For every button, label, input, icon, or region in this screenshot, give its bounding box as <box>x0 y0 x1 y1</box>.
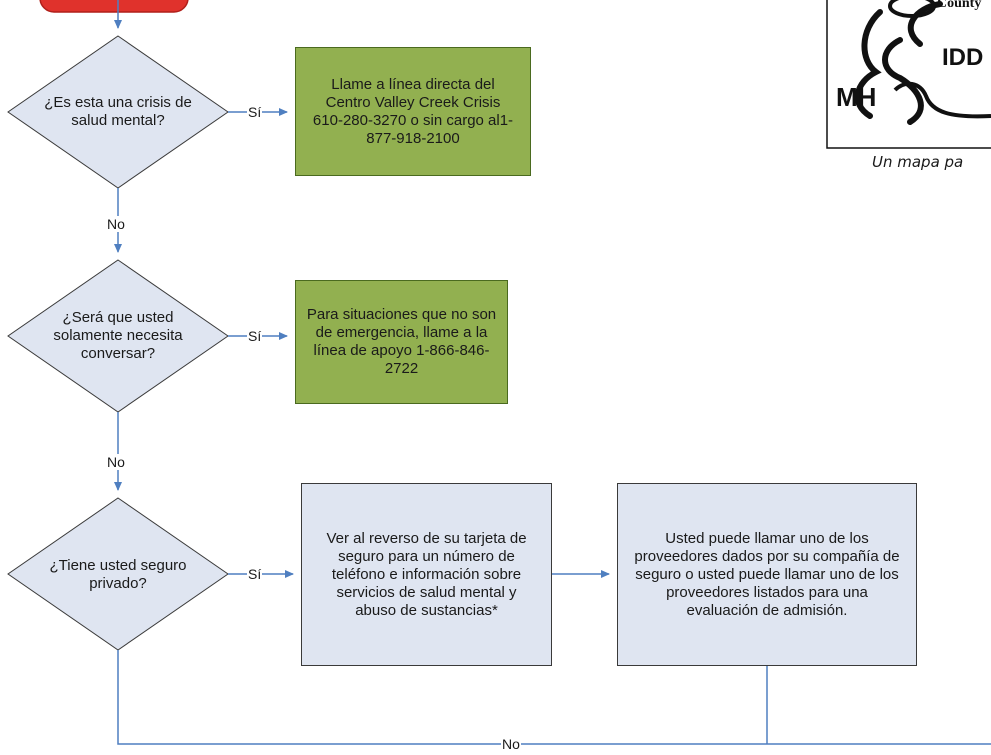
logo <box>826 0 991 149</box>
start-terminator <box>39 0 189 13</box>
edge-label-no-bottom: No <box>501 736 521 752</box>
logo-caption: Un mapa pa <box>872 153 964 171</box>
edge-label-no-1: No <box>106 216 126 232</box>
decision-label-insurance: ¿Tiene usted seguro privado? <box>49 557 187 592</box>
decision-label-talk: ¿Será que usted solamente necesita conve… <box>53 309 183 362</box>
logo-text-mh: MH <box>836 82 877 112</box>
action-support-line: Para situaciones que no son de emergenci… <box>295 280 508 404</box>
logo-text-idd: IDD <box>942 44 984 71</box>
connector-no-bottom <box>117 650 991 745</box>
action-crisis-hotline: Llame a línea directa del Centro Valley … <box>295 47 531 176</box>
edge-label-yes-crisis: Sí <box>247 104 263 120</box>
edge-label-yes-talk: Sí <box>247 328 263 344</box>
logo-text-county: County <box>937 0 982 11</box>
decision-label-crisis: ¿Es esta una crisis de salud mental? <box>44 94 192 129</box>
action-insurance-card: Ver al reverso de su tarjeta de seguro p… <box>301 483 552 666</box>
action-providers: Usted puede llamar uno de los proveedore… <box>617 483 917 666</box>
edge-label-no-2: No <box>106 454 126 470</box>
edge-label-yes-insurance: Sí <box>247 566 263 582</box>
